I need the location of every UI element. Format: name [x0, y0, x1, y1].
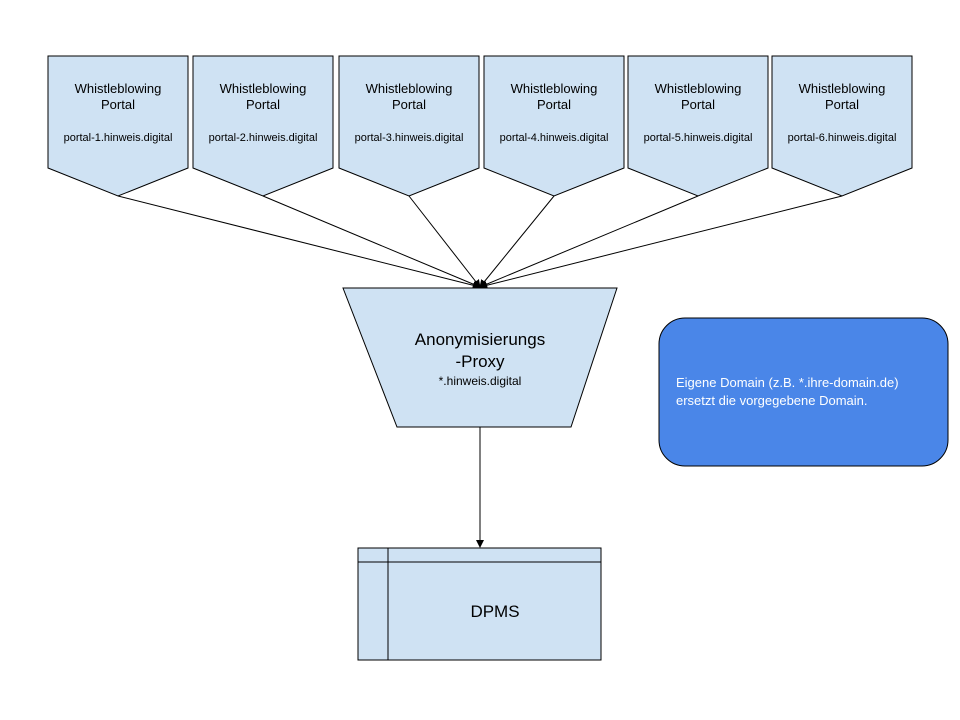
proxy-shape — [342, 287, 618, 428]
connector-portal-3-to-proxy — [408, 195, 481, 288]
portal-5-domain: portal-5.hinweis.digital — [644, 132, 753, 144]
portal-5-title-line1: Whistleblowing — [655, 81, 742, 96]
portal-6-title-line1: Whistleblowing — [799, 81, 886, 96]
portal-5: Whistleblowing Portal portal-5.hinweis.d… — [627, 55, 769, 197]
portal-3-shape — [338, 55, 480, 197]
portal-1-title-line2: Portal — [101, 97, 135, 112]
portal-3: Whistleblowing Portal portal-3.hinweis.d… — [338, 55, 480, 197]
portal-1-shape — [47, 55, 189, 197]
proxy-domain: *.hinweis.digital — [439, 374, 522, 388]
portal-1-domain: portal-1.hinweis.digital — [64, 132, 173, 144]
proxy-title-line1: Anonymisierungs — [415, 330, 545, 349]
portal-2-title-line2: Portal — [246, 97, 280, 112]
portal-5-shape — [627, 55, 769, 197]
portal-3-title-line2: Portal — [392, 97, 426, 112]
portal-4: Whistleblowing Portal portal-4.hinweis.d… — [483, 55, 625, 197]
connector-portal-5-to-proxy — [479, 195, 699, 288]
connector-portal-2-to-proxy — [262, 195, 481, 288]
portal-connectors — [117, 195, 843, 290]
portal-1: Whistleblowing Portal portal-1.hinweis.d… — [47, 55, 189, 197]
portal-3-domain: portal-3.hinweis.digital — [355, 132, 464, 144]
note-text-line2: ersetzt die vorgegebene Domain. — [676, 393, 868, 408]
note-box — [658, 317, 949, 467]
portal-6-shape — [771, 55, 913, 197]
connector-portal-4-to-proxy — [479, 195, 555, 288]
note-text-line1: Eigene Domain (z.B. *.ihre-domain.de) — [676, 375, 899, 390]
portal-2-domain: portal-2.hinweis.digital — [209, 132, 318, 144]
portal-4-title-line1: Whistleblowing — [511, 81, 598, 96]
portal-1-title-line1: Whistleblowing — [75, 81, 162, 96]
portal-5-title-line2: Portal — [681, 97, 715, 112]
proxy: Anonymisierungs -Proxy *.hinweis.digital — [342, 287, 618, 428]
connector-portal-1-to-proxy — [117, 195, 481, 290]
portal-6-title-line2: Portal — [825, 97, 859, 112]
portal-2: Whistleblowing Portal portal-2.hinweis.d… — [192, 55, 334, 197]
portal-2-title-line1: Whistleblowing — [220, 81, 307, 96]
dpms: DPMS — [357, 547, 602, 661]
dpms-label: DPMS — [470, 602, 519, 621]
portal-2-shape — [192, 55, 334, 197]
portal-6: Whistleblowing Portal portal-6.hinweis.d… — [771, 55, 913, 197]
portal-4-title-line2: Portal — [537, 97, 571, 112]
connector-portal-6-to-proxy — [479, 195, 843, 290]
dpms-shape — [357, 547, 602, 661]
portal-6-domain: portal-6.hinweis.digital — [788, 132, 897, 144]
portal-4-shape — [483, 55, 625, 197]
custom-domain-note: Eigene Domain (z.B. *.ihre-domain.de) er… — [658, 317, 949, 467]
proxy-title-line2: -Proxy — [455, 352, 505, 371]
portal-4-domain: portal-4.hinweis.digital — [500, 132, 609, 144]
portal-3-title-line1: Whistleblowing — [366, 81, 453, 96]
